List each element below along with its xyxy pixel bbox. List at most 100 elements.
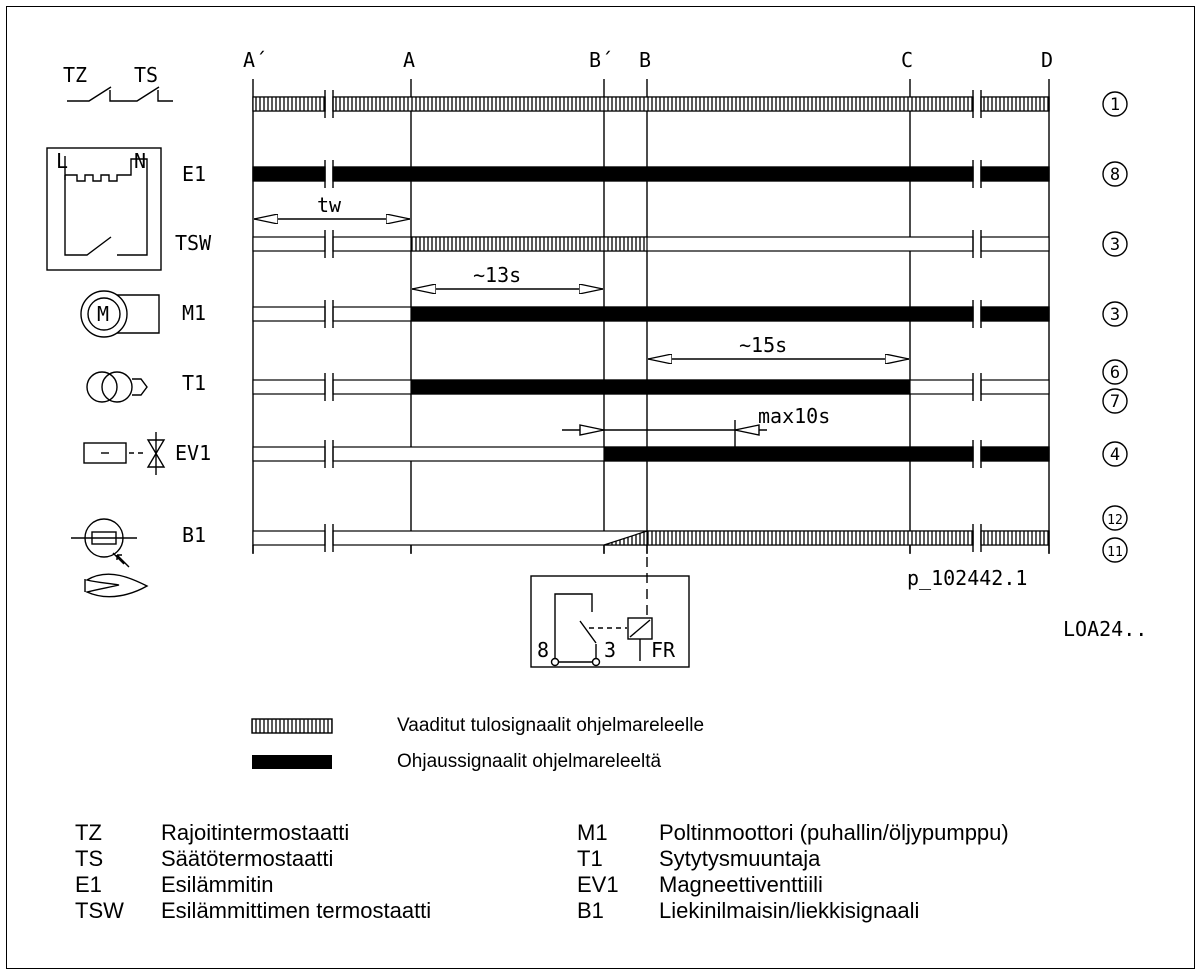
row-label-t1: T1 [182, 371, 206, 395]
tw-label: tw [317, 193, 342, 217]
abbr-text: Poltinmoottori (puhallin/öljypumppu) [659, 820, 1009, 845]
row-number-label: 3 [1110, 305, 1120, 325]
symbol-transformer [86, 371, 148, 403]
input-signal [980, 530, 1050, 546]
output-signal [980, 446, 1050, 462]
abbr-code: TS [75, 846, 103, 871]
motor-outer-circle [80, 290, 128, 338]
abbr-code: T1 [577, 846, 603, 871]
column-label-d: D [1041, 48, 1053, 72]
t15-label: ∼15s [739, 333, 787, 357]
signal-track [252, 306, 326, 322]
switch-tz-ts-icon [67, 86, 173, 102]
output-signal [410, 306, 974, 322]
device-type: LOA24.. [1063, 617, 1147, 641]
output-signal [410, 379, 911, 395]
column-labels: A´ A B´ B C D [243, 48, 1053, 72]
abbr-text: Esilämmittimen termostaatti [161, 898, 431, 923]
heater-thermostat-icon [64, 175, 148, 256]
relay-terminal-8 [550, 657, 560, 667]
motor-label: M [97, 302, 109, 326]
symbol-heater-box: L N [46, 147, 162, 271]
signal-track [252, 236, 326, 252]
abbr-code: TZ [75, 820, 102, 845]
row-number-circle [1102, 91, 1128, 117]
row-labels: E1 TSW M1 T1 EV1 B1 [175, 162, 212, 547]
row-label-m1: M1 [182, 301, 206, 325]
output-signal [980, 306, 1050, 322]
row-label-b1: B1 [182, 523, 206, 547]
abbr-code: EV1 [577, 872, 619, 897]
relay-box [530, 575, 690, 668]
legend-swatch-input [251, 718, 333, 734]
signal-track [980, 379, 1050, 395]
column-label-a: A [403, 48, 415, 72]
timing-annotations [254, 219, 909, 447]
row-number-circle [1102, 301, 1128, 327]
row-number-circle [1102, 505, 1128, 531]
symbol-flame-detector [71, 518, 149, 598]
row-number-label: 3 [1110, 235, 1120, 255]
flame-icon [84, 573, 149, 598]
flame-signal-ramp [603, 530, 648, 546]
row-label-ev1: EV1 [175, 441, 211, 465]
output-signal [252, 166, 326, 182]
abbr-text: Magneettiventtiili [659, 872, 823, 897]
abbr-text: Esilämmitin [161, 872, 273, 897]
output-signal [603, 446, 974, 462]
symbol-motor: M [80, 290, 160, 338]
row-number-label: 1 [1110, 95, 1120, 115]
t13-label: ∼13s [473, 263, 521, 287]
motor-housing [117, 294, 160, 334]
row-number-label: 4 [1110, 445, 1120, 465]
detector-circle [84, 518, 124, 558]
column-label-a-prime: A´ [243, 48, 267, 72]
row-label-e1: E1 [182, 162, 206, 186]
light-arrow-icon [112, 552, 130, 568]
signal-rows [252, 90, 1050, 554]
symbol-label-tz: TZ [63, 63, 87, 87]
symbol-label-n: N [134, 149, 146, 173]
column-label-b-prime: B´ [589, 48, 613, 72]
row-number-circle [1102, 161, 1128, 187]
drawing-reference: p_102442.1 [907, 566, 1027, 590]
relay-pin-8-label: 8 [537, 638, 549, 662]
legend-label-input: Vaaditut tulosignaalit ohjelmareleelle [397, 715, 704, 736]
row-number-label: 8 [1110, 165, 1120, 185]
row-number-label: 11 [1107, 545, 1123, 560]
legend-label-output: Ohjaussignaalit ohjelmareleeltä [397, 751, 661, 772]
relay-pin-3-label: 3 [604, 638, 616, 662]
max10-right-arrow [734, 424, 760, 436]
row-number-circle [1102, 388, 1128, 414]
abbreviation-list: TZ Rajoitintermostaatti TS Säätötermosta… [75, 820, 1009, 923]
transformer-terminal-icon [132, 378, 148, 396]
relay-labels: 8 3 FR [537, 638, 676, 662]
abbr-text: Liekinilmaisin/liekkisignaali [659, 898, 919, 923]
symbol-label-ts: TS [134, 63, 158, 87]
input-signal [332, 96, 974, 112]
relay-terminal-3 [591, 657, 601, 667]
row-label-tsw: TSW [175, 231, 212, 255]
signal-track [252, 379, 326, 395]
abbr-text: Rajoitintermostaatti [161, 820, 349, 845]
abbr-code: M1 [577, 820, 608, 845]
heater-element-icon [64, 156, 148, 182]
symbol-label-l: L [56, 149, 68, 173]
valve-coil [83, 442, 127, 464]
input-signal [410, 236, 648, 252]
transformer-coil-1 [86, 371, 118, 403]
timing-labels: tw ∼13s ∼15s max10s [317, 193, 830, 428]
input-signal [646, 530, 974, 546]
abbr-text: Säätötermostaatti [161, 846, 333, 871]
symbol-tz-ts: TZ TS [63, 63, 173, 102]
output-signal [980, 166, 1050, 182]
legend-swatch-output [252, 755, 332, 769]
abbr-code: B1 [577, 898, 604, 923]
max10-left-arrow [579, 424, 605, 436]
valve-body-icon [146, 439, 166, 468]
row-number-circle [1102, 359, 1128, 385]
max10-label: max10s [758, 404, 830, 428]
row-number-circle [1102, 441, 1128, 467]
